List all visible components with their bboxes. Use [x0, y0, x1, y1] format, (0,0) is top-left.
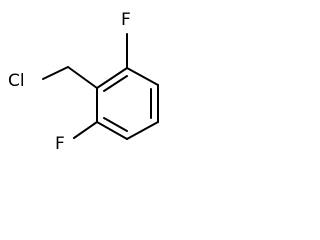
bond-c6-f-bottom	[73, 121, 98, 139]
chlorine-label: Cl	[8, 71, 25, 91]
fluorine-top-label: F	[121, 10, 131, 30]
ring-bond-c1-c2	[96, 67, 128, 89]
molecule-svg: Cl F F	[8, 10, 159, 154]
structure-diagram: Cl F F	[0, 0, 184, 169]
ring-bond-c5-c6	[96, 121, 128, 140]
ring-double-bond-c5-c6	[103, 117, 128, 132]
bond-ch2-cl	[42, 66, 69, 80]
bond-c1-ch2	[67, 66, 98, 89]
fluorine-bottom-label: F	[55, 134, 65, 154]
ring-bond-c4-c5	[126, 121, 159, 140]
ring-bond-c2-c3	[126, 67, 159, 86]
ring-double-bond-c1-c2	[103, 75, 128, 92]
